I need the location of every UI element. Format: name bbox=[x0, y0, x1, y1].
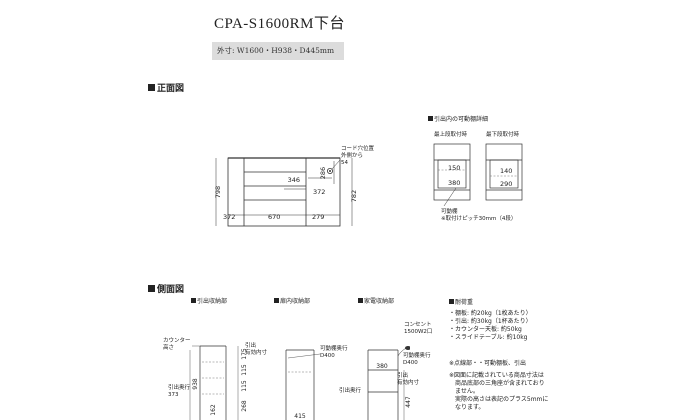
top-val-150: 150 bbox=[448, 164, 460, 172]
movable-shelf-note: 可動棚 ※取付けピッチ30mm（4段） bbox=[441, 209, 517, 222]
drawer-detail-drawing: 150 380 140 290 bbox=[433, 143, 523, 207]
side-appliance-drawing: 380 447 bbox=[367, 346, 410, 420]
side-view-heading: 側面図 bbox=[148, 282, 184, 295]
dim-798: 798 bbox=[214, 186, 222, 198]
dim-115-b: 115 bbox=[241, 380, 248, 392]
drawer-detail-heading: 引出内の可動棚詳細 bbox=[428, 114, 488, 123]
bottom-val-140: 140 bbox=[500, 167, 512, 175]
dim-938: 938 bbox=[192, 378, 199, 390]
appliance-pull-depth-label: 引出奥行 bbox=[339, 388, 362, 394]
door-shelf-label: 可動棚奥行 D400 bbox=[320, 346, 348, 359]
dim-447: 447 bbox=[405, 396, 410, 408]
outer-dimensions: 外寸: W1600・H938・D445mm bbox=[212, 42, 344, 60]
dim-175: 175 bbox=[241, 348, 248, 360]
pull-depth-label: 引出奥行 373 bbox=[168, 385, 191, 398]
appliance-drawer-label: 引出 有効内寸 bbox=[397, 373, 420, 386]
load-heading: 耐荷重 bbox=[449, 297, 473, 306]
dim-372-left: 372 bbox=[223, 213, 235, 221]
top-mount-label: 最上段取付時 bbox=[434, 132, 468, 138]
counter-height-label: カウンター 高さ bbox=[163, 338, 191, 351]
side-sub-drawer: 引出収納部 bbox=[191, 296, 227, 305]
dim-268: 268 bbox=[241, 400, 248, 412]
dotted-legend: ※点線部・・可動棚板、引出 bbox=[449, 360, 527, 367]
load-item: ・引出: 約30kg（1杯あたり） bbox=[449, 318, 532, 326]
appliance-shelf-label: 可動棚奥行 D400 bbox=[403, 353, 431, 366]
side-sub-appliance: 家電収納部 bbox=[358, 296, 394, 305]
drawer-inner-label: 引出 有効内寸 bbox=[245, 343, 268, 356]
side-sub-door: 扉内収納部 bbox=[274, 296, 310, 305]
load-item: ・カウンター天板: 約50kg bbox=[449, 326, 522, 334]
side-door-drawing: 415 bbox=[285, 349, 320, 420]
document-title: CPA-S1600RM下台 bbox=[214, 16, 345, 32]
outlet-plug-icon bbox=[405, 346, 410, 350]
front-view-drawing: 286 346 372 798 782 372 670 279 bbox=[214, 157, 358, 227]
section-square-icon bbox=[449, 299, 454, 304]
dim-346: 346 bbox=[288, 176, 300, 184]
section-square-icon bbox=[148, 84, 155, 91]
side-drawer-drawing: 938 175 115 115 268 162 bbox=[189, 345, 248, 420]
dim-782: 782 bbox=[350, 190, 358, 202]
bottom-val-290: 290 bbox=[500, 180, 512, 188]
dim-162: 162 bbox=[210, 404, 217, 416]
section-square-icon bbox=[274, 298, 279, 303]
cord-hole-label: コード穴位置 外側から 54 bbox=[341, 146, 375, 166]
section-square-icon bbox=[358, 298, 363, 303]
dim-286: 286 bbox=[319, 167, 327, 179]
top-val-380: 380 bbox=[448, 179, 460, 187]
outlet-label: コンセント 1500W2口 bbox=[404, 322, 433, 335]
front-view-heading: 正面図 bbox=[148, 81, 184, 94]
dim-115-a: 115 bbox=[241, 364, 248, 376]
load-list: ・棚板: 約20kg（1枚あたり） ・引出: 約30kg（1杯あたり） ・カウン… bbox=[449, 310, 532, 342]
bottom-mount-label: 最下段取付時 bbox=[486, 132, 520, 138]
section-square-icon bbox=[428, 116, 433, 121]
load-item: ・棚板: 約20kg（1枚あたり） bbox=[449, 310, 532, 317]
dim-279: 279 bbox=[312, 213, 324, 221]
dim-670: 670 bbox=[268, 213, 280, 221]
dimension-notes: ※図面に記載されている商品寸法は 商品底部の三角座が含まれており ません。 実際… bbox=[449, 372, 549, 412]
section-square-icon bbox=[191, 298, 196, 303]
section-square-icon bbox=[148, 285, 155, 292]
load-item: ・スライドテーブル: 約10kg bbox=[449, 334, 528, 342]
cord-hole-icon bbox=[327, 167, 334, 174]
dim-372-right: 372 bbox=[313, 188, 325, 196]
dim-415: 415 bbox=[294, 413, 306, 420]
dim-380: 380 bbox=[376, 363, 388, 370]
